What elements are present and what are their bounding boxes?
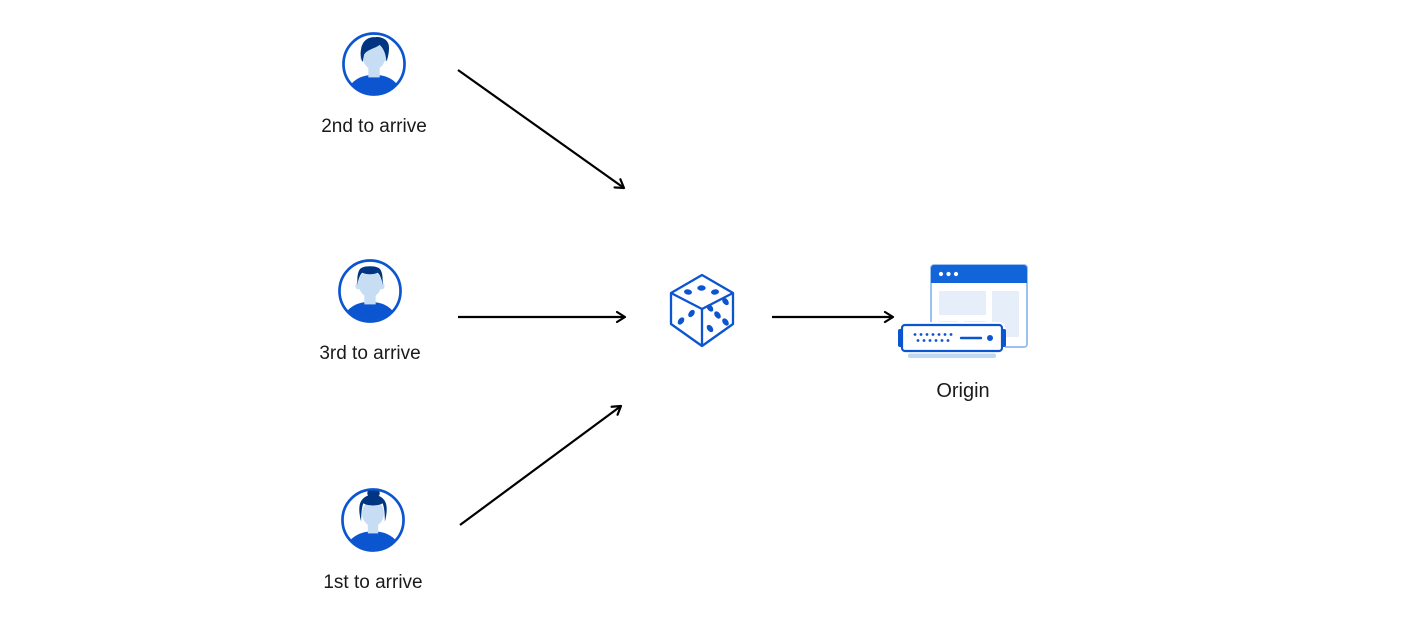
male-user-avatar-icon (337, 258, 403, 324)
edge-user-1st-to-randomizer (459, 404, 623, 526)
edge-user-2nd-to-randomizer (457, 69, 626, 190)
node-origin: Origin (897, 263, 1029, 402)
node-randomizer (668, 272, 736, 350)
node-label: Origin (936, 380, 990, 402)
node-user-2nd: 2nd to arrive (301, 31, 447, 138)
node-user-1st: 1st to arrive (300, 487, 446, 594)
node-label: 1st to arrive (323, 572, 423, 593)
node-user-3rd: 3rd to arrive (297, 258, 443, 365)
female-user-avatar-icon (340, 487, 406, 553)
node-label: 3rd to arrive (319, 343, 421, 364)
male-user-avatar-icon (341, 31, 407, 97)
server-box (898, 322, 1006, 358)
dice-icon (668, 272, 736, 350)
origin-server-icon (898, 263, 1028, 363)
node-label: 2nd to arrive (321, 116, 427, 137)
